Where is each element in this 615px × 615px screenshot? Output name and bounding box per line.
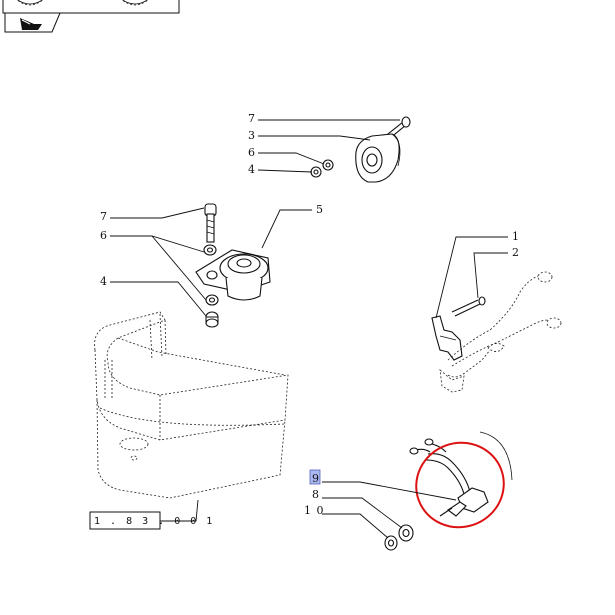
cable-lower xyxy=(409,438,489,517)
harness-right xyxy=(439,271,562,393)
bracket-top xyxy=(355,133,401,183)
reference-link[interactable]: 1 . 8 3 . 0 0 1 xyxy=(89,511,214,530)
arrow-right-icon xyxy=(20,18,42,30)
washer-lower xyxy=(398,524,414,542)
callout-top-4[interactable]: 4 xyxy=(248,163,256,176)
middle-assembly xyxy=(195,203,271,328)
bolt-right xyxy=(451,296,486,317)
washer-mid xyxy=(203,244,217,256)
callout-low-8[interactable]: 8 xyxy=(312,488,320,501)
nut-top xyxy=(310,166,322,178)
washer-mid-2 xyxy=(205,294,219,306)
lower-assembly xyxy=(384,431,513,551)
bolt-mid xyxy=(204,203,217,243)
callout-mid-7[interactable]: 7 xyxy=(100,210,108,223)
leader-lines xyxy=(110,119,508,539)
right-assembly xyxy=(431,271,562,393)
clamp-right xyxy=(431,315,463,361)
callout-low-10[interactable]: 1 0 xyxy=(304,504,325,517)
nut-mid xyxy=(205,311,219,328)
callout-top-7[interactable]: 7 xyxy=(248,112,256,125)
callout-right-1[interactable]: 1 xyxy=(512,230,520,243)
nut-lower xyxy=(384,535,398,551)
highlight-ring xyxy=(415,441,505,529)
bracket-mid xyxy=(195,249,271,301)
callout-low-9[interactable]: 9 xyxy=(312,472,320,485)
callout-mid-5[interactable]: 5 xyxy=(316,203,324,216)
callout-top-3[interactable]: 3 xyxy=(248,129,256,142)
upper-assembly xyxy=(310,116,411,183)
callout-mid-4[interactable]: 4 xyxy=(100,275,108,288)
callout-mid-6[interactable]: 6 xyxy=(100,229,108,242)
callouts: 7 3 6 4 7 6 5 4 1 2 9 8 1 0 xyxy=(100,112,520,517)
callout-top-6[interactable]: 6 xyxy=(248,146,256,159)
nav-tab-button[interactable] xyxy=(4,12,61,33)
header-strip xyxy=(2,0,180,14)
reference-label: 1 . 8 3 . 0 0 1 xyxy=(94,516,214,527)
fender-cover xyxy=(94,311,289,499)
callout-right-2[interactable]: 2 xyxy=(512,246,520,259)
washer-top xyxy=(322,159,334,171)
callout-selection-box xyxy=(309,469,321,485)
